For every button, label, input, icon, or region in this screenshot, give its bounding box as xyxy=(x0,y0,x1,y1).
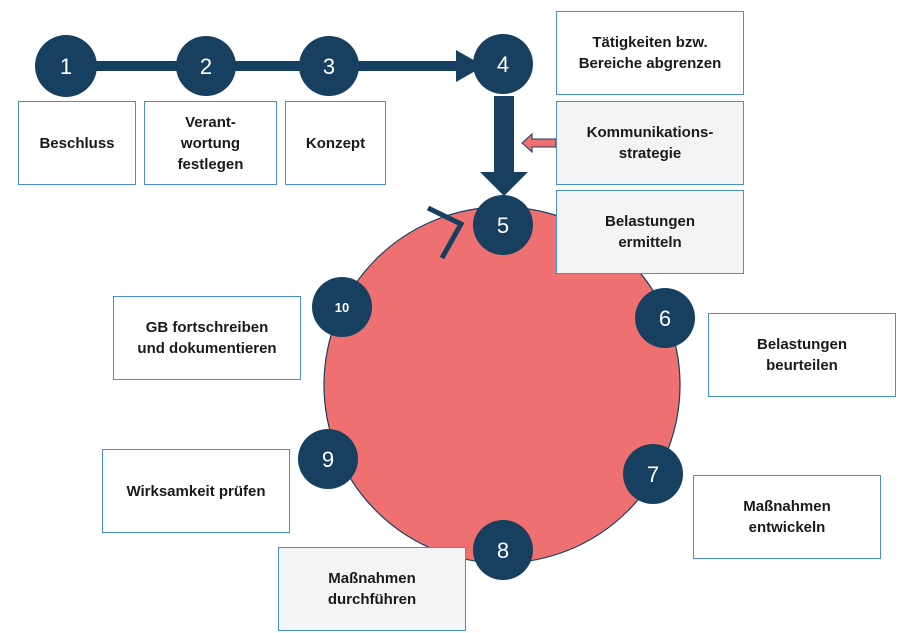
step-node-2: 2 xyxy=(176,36,236,96)
label-step-4: Tätigkeiten bzw. Bereiche abgrenzen xyxy=(556,11,744,95)
step-node-3: 3 xyxy=(299,36,359,96)
svg-text:4: 4 xyxy=(497,52,509,77)
cycle-direction-chevron xyxy=(426,205,465,260)
step-node-10: 10 xyxy=(312,277,372,337)
svg-text:7: 7 xyxy=(647,462,659,487)
flow-arrow-head xyxy=(456,50,484,82)
step-node-7: 7 xyxy=(623,444,683,504)
down-arrow-head xyxy=(480,172,528,196)
svg-text:9: 9 xyxy=(322,447,334,472)
label-step-1: Beschluss xyxy=(18,101,136,185)
label-step-3: Konzept xyxy=(285,101,386,185)
label-side-input: Kommunikations- strategie xyxy=(556,101,744,185)
step-node-5: 5 xyxy=(473,195,533,255)
step-node-8: 8 xyxy=(473,520,533,580)
svg-text:8: 8 xyxy=(497,538,509,563)
down-arrow-shaft xyxy=(494,96,514,174)
label-step-6: Belastungen beurteilen xyxy=(708,313,896,397)
label-step-2: Verant- wortung festlegen xyxy=(144,101,277,185)
label-step-5: Belastungen ermitteln xyxy=(556,190,744,274)
side-input-arrow xyxy=(521,132,557,154)
label-step-9: Wirksamkeit prüfen xyxy=(102,449,290,533)
svg-text:6: 6 xyxy=(659,306,671,331)
label-step-10: GB fortschreiben und dokumentieren xyxy=(113,296,301,380)
svg-text:2: 2 xyxy=(200,54,212,79)
label-step-7: Maßnahmen entwickeln xyxy=(693,475,881,559)
svg-text:10: 10 xyxy=(335,300,349,315)
step-node-6: 6 xyxy=(635,288,695,348)
step-node-4: 4 xyxy=(473,34,533,94)
svg-text:1: 1 xyxy=(60,54,72,79)
step-node-1: 1 xyxy=(35,35,97,97)
step-node-9: 9 xyxy=(298,429,358,489)
label-step-8: Maßnahmen durchführen xyxy=(278,547,466,631)
svg-text:3: 3 xyxy=(323,54,335,79)
svg-text:5: 5 xyxy=(497,213,509,238)
